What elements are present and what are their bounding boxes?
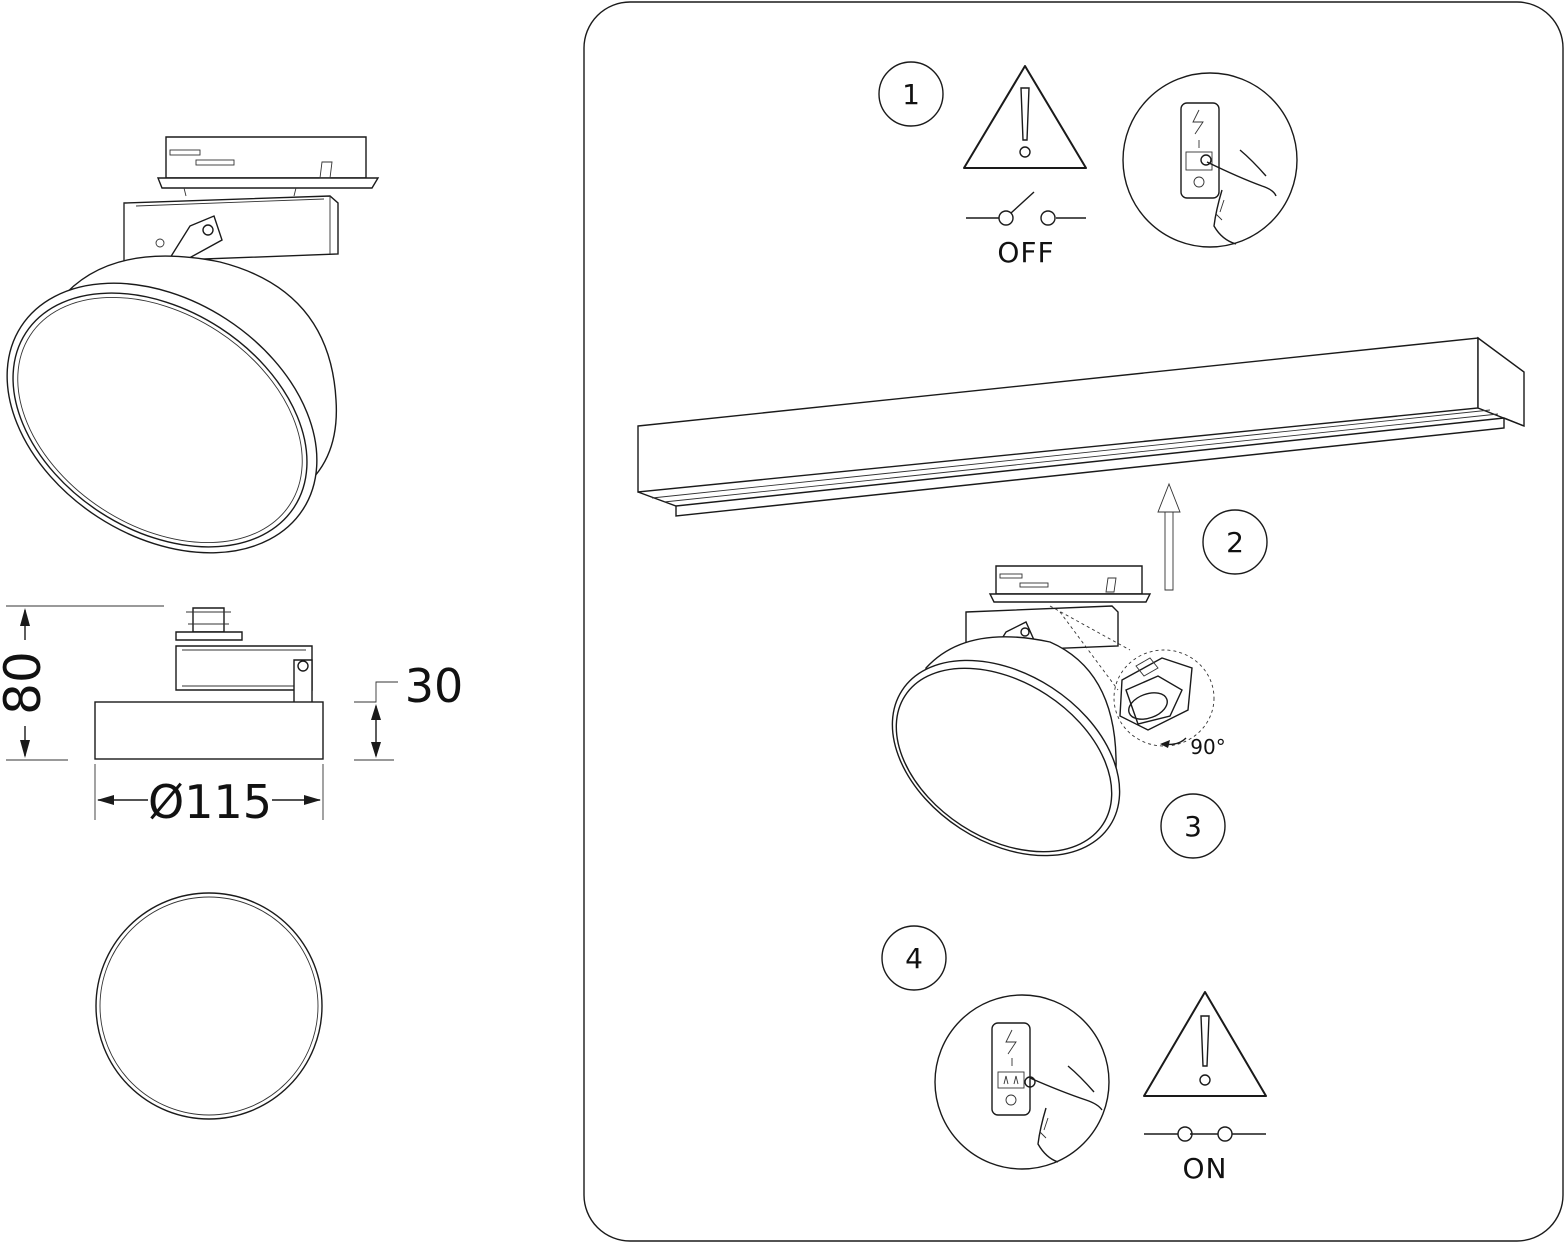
- track-rail: [637, 336, 1525, 517]
- driver-housing: [123, 195, 339, 263]
- lamp-body-side: [94, 701, 324, 760]
- lamp-install-view: [891, 565, 1152, 857]
- rotation-angle-label: 90°: [1190, 735, 1225, 759]
- front-view: [95, 892, 323, 1120]
- arrow-up-icon: [1157, 482, 1181, 591]
- height-dimension-label: 80: [0, 651, 52, 715]
- step-2: 2: [1157, 482, 1268, 591]
- warning-triangle-icon: [1143, 991, 1267, 1097]
- switch-open-icon: [966, 191, 1086, 226]
- diameter-dimension-label: Ø115: [148, 775, 272, 829]
- hand-press-icon: [1122, 72, 1298, 248]
- switch-closed-icon: [1144, 1126, 1266, 1142]
- step-4-number: 4: [905, 942, 923, 975]
- mounting-bracket: [155, 215, 223, 263]
- height-dimension: 80: [0, 605, 164, 761]
- product-isometric-view: [6, 136, 380, 554]
- depth-dimension-label: 30: [405, 659, 464, 713]
- on-label: ON: [1183, 1152, 1228, 1185]
- adapter-detail-zoom: [1113, 649, 1215, 748]
- lamp-head: [6, 255, 338, 554]
- depth-dimension: 30: [354, 659, 464, 761]
- track-adapter: [156, 136, 380, 197]
- instruction-panel: 1 OFF: [583, 1, 1564, 1242]
- warning-triangle-icon: [963, 65, 1087, 169]
- off-label: OFF: [997, 236, 1054, 269]
- step-1-number: 1: [902, 78, 920, 111]
- hand-press-icon: [934, 994, 1110, 1170]
- diameter-dimension: Ø115: [94, 764, 324, 829]
- step-3-number: 3: [1184, 810, 1202, 843]
- step-2-number: 2: [1226, 526, 1244, 559]
- step-4: 4 ON: [881, 925, 1267, 1185]
- step-3: 90° 3: [1049, 605, 1226, 859]
- step-1: 1 OFF: [878, 61, 1298, 269]
- side-elevation-view: 80 30 Ø115: [0, 605, 464, 829]
